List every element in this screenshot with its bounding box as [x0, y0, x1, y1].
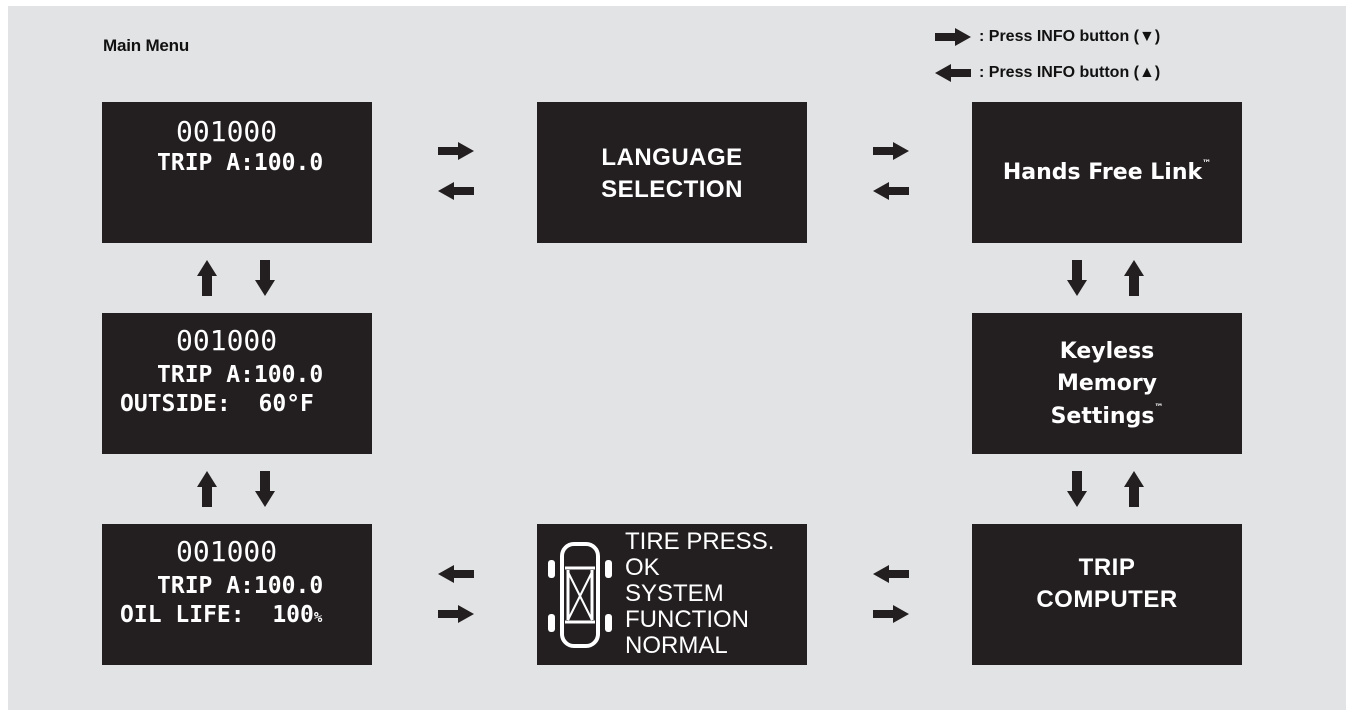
left-arrow-icon [438, 565, 474, 583]
screen-outside-temp: 001000 TRIP A:100.0 OUTSIDE: 60°F [102, 313, 372, 454]
language-line1: LANGUAGE [601, 144, 743, 171]
keyless-line3: Settings [1050, 404, 1155, 429]
tire-line1: TIRE PRESS. [625, 528, 775, 555]
car-top-view-icon [548, 542, 612, 648]
trip-computer-line1: TRIP [1078, 554, 1136, 581]
up-arrow-icon [1124, 471, 1144, 507]
screen-trip-computer: TRIP COMPUTER [972, 524, 1242, 665]
hfl-tm: ™ [1202, 159, 1212, 169]
up-arrow-icon [197, 260, 217, 296]
trip-a-value: TRIP A:100.0 [157, 573, 324, 599]
up-arrow-icon [1124, 260, 1144, 296]
hfl-text: Hands Free Link [1002, 160, 1203, 185]
tire-line2: OK [625, 554, 660, 581]
page-title: Main Menu [103, 36, 190, 55]
outside-temp-readout: OUTSIDE: 60°F [120, 393, 314, 416]
down-arrow-icon [255, 260, 275, 296]
screen-keyless-memory-settings: Keyless Memory Settings™ [972, 313, 1242, 454]
down-arrow-icon [1067, 260, 1087, 296]
left-arrow-icon [873, 565, 909, 583]
tire-line3: SYSTEM [625, 580, 724, 607]
odometer-value: 001000 [176, 535, 278, 568]
trip-a-value: TRIP A:100.0 [157, 362, 324, 388]
trip-a-value: TRIP A:100.0 [157, 150, 324, 176]
right-arrow-icon [438, 605, 474, 623]
keyless-line1: Keyless [1059, 339, 1155, 364]
right-arrow-icon [873, 142, 909, 160]
right-arrow-icon [935, 28, 971, 46]
screen-language-selection: LANGUAGE SELECTION [537, 102, 807, 243]
oil-label: OIL LIFE: [120, 602, 245, 628]
outside-unit: °F [286, 391, 314, 417]
hfl-label: Hands Free Link™ [972, 159, 1242, 185]
outside-value: 60 [258, 391, 287, 417]
right-arrow-icon [438, 142, 474, 160]
left-arrow-icon [873, 182, 909, 200]
odometer-value: 001000 [176, 115, 278, 148]
language-line2: SELECTION [601, 176, 743, 203]
oil-value: 100 [272, 602, 314, 628]
odometer-value: 001000 [176, 324, 278, 357]
tire-line5: NORMAL [625, 632, 728, 659]
keyless-line2: Memory [1056, 371, 1158, 396]
oil-unit: % [313, 610, 323, 626]
down-arrow-icon [255, 471, 275, 507]
down-arrow-icon [1067, 471, 1087, 507]
keyless-tm: ™ [1154, 403, 1164, 413]
tire-line4: FUNCTION [625, 606, 749, 633]
trip-computer-line2: COMPUTER [1036, 586, 1178, 613]
screen-tire-pressure: TIRE PRESS. OK SYSTEM FUNCTION NORMAL [537, 524, 807, 665]
legend-label-next: : Press INFO button (▼) [979, 28, 1161, 45]
screen-oil-life: 001000 TRIP A:100.0 OIL LIFE: 100% [102, 524, 372, 665]
left-arrow-icon [438, 182, 474, 200]
legend-item-prev: : Press INFO button (▲) [935, 62, 1160, 84]
screen-hands-free-link: Hands Free Link™ [972, 102, 1242, 243]
outside-label: OUTSIDE: [120, 391, 231, 417]
oil-life-readout: OIL LIFE: 100% [120, 604, 322, 627]
legend-item-next: : Press INFO button (▼) [935, 26, 1160, 48]
screen-odometer-trip: 001000 TRIP A:100.0 [102, 102, 372, 243]
legend-label-prev: : Press INFO button (▲) [979, 64, 1161, 81]
keyless-line3-wrap: Settings™ [972, 403, 1242, 429]
up-arrow-icon [197, 471, 217, 507]
right-arrow-icon [873, 605, 909, 623]
left-arrow-icon [935, 64, 971, 82]
